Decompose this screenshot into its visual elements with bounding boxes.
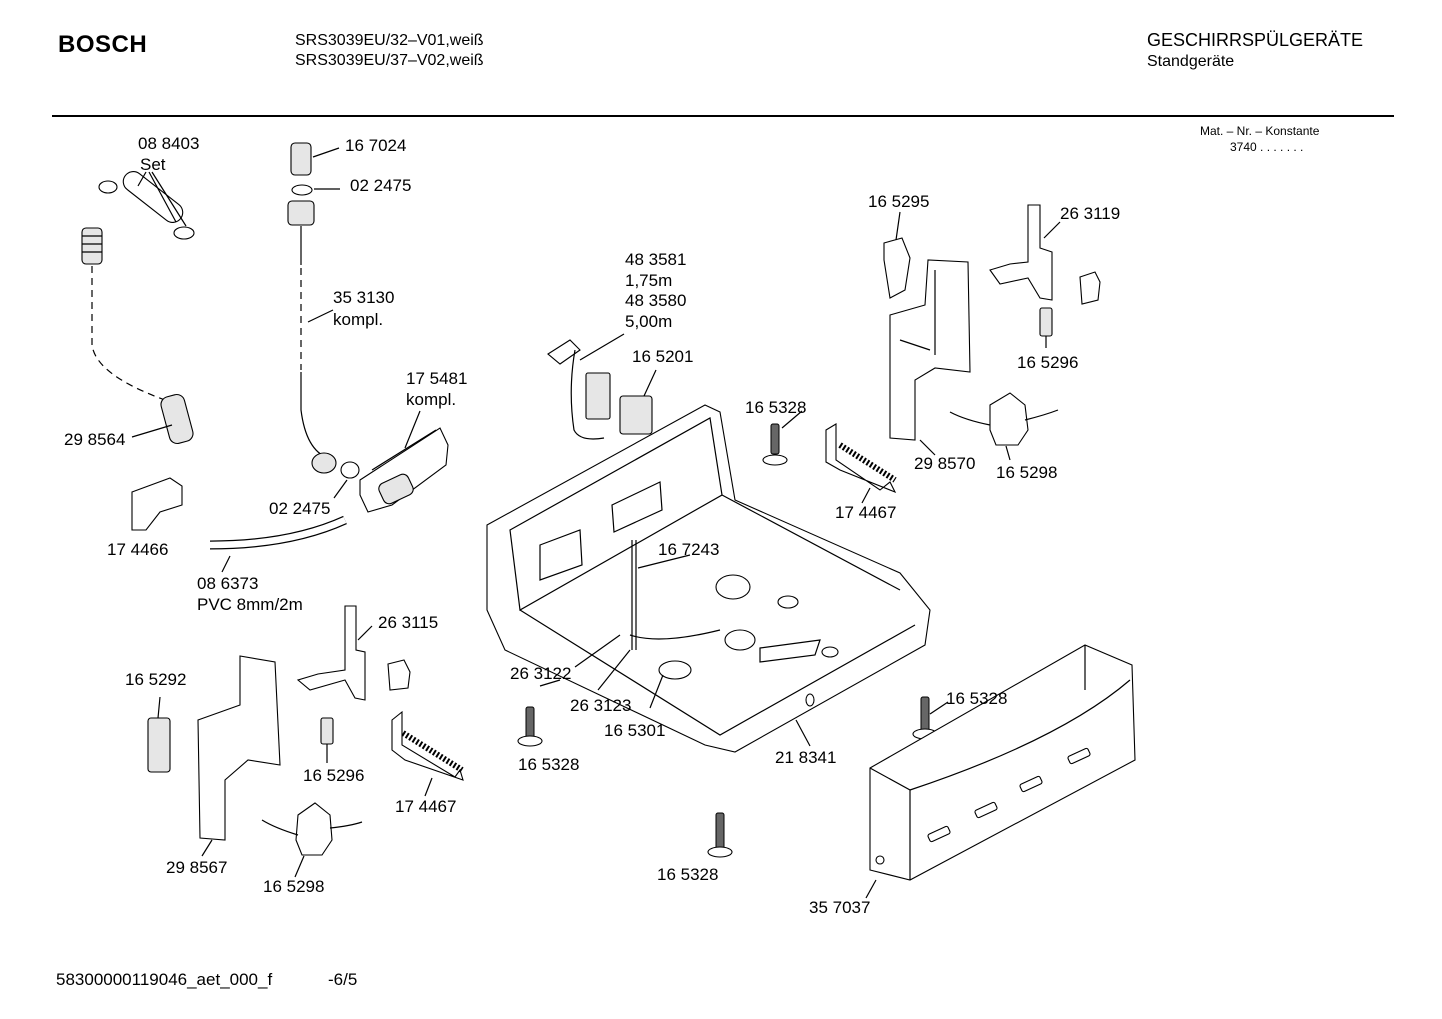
footer-doc-id: 58300000119046_aet_000_f: [56, 970, 273, 989]
label-483581: 48 3581: [625, 250, 687, 269]
sensor-165298-left-part: [262, 803, 362, 855]
clip-263119-part: [1080, 272, 1100, 304]
label-022475-bottom: 02 2475: [269, 499, 331, 518]
label-174467-left: 17 4467: [395, 797, 457, 816]
connector-165201-part: [620, 396, 652, 434]
bracket-298567-part: [198, 656, 280, 840]
mat-nr-value: 3740 . . . . . . .: [1230, 140, 1304, 154]
hose-nut-part: [288, 201, 314, 225]
label-022475-top: 02 2475: [350, 176, 412, 195]
fitting-cap-part: [291, 143, 311, 175]
label-165328-a: 16 5328: [745, 398, 807, 417]
seal-ring-top-part: [292, 185, 312, 195]
label-165328-d: 16 5328: [657, 865, 719, 884]
label-165328-b: 16 5328: [518, 755, 580, 774]
label-length-175: 1,75m: [625, 271, 673, 290]
kick-plate-part: [870, 645, 1135, 880]
label-263123: 26 3123: [570, 696, 632, 715]
label-088403: 08 8403: [138, 134, 200, 153]
label-165296-right: 16 5296: [1017, 353, 1079, 372]
base-tray-part: [487, 405, 930, 752]
latch-165296-left-part: [321, 718, 333, 744]
label-298567: 29 8567: [166, 858, 228, 877]
label-353130: 35 3130: [333, 288, 395, 307]
label-298564: 29 8564: [64, 430, 126, 449]
label-357037: 35 7037: [809, 898, 871, 917]
footer-page-number: -6/5: [328, 970, 358, 989]
label-298570: 29 8570: [914, 454, 976, 473]
latch-165296-right-part: [1040, 308, 1052, 336]
label-pvc: PVC 8mm/2m: [197, 595, 303, 614]
label-165295: 16 5295: [868, 192, 930, 211]
label-263119: 26 3119: [1060, 204, 1121, 223]
category-title: GESCHIRRSPÜLGERÄTE: [1147, 30, 1364, 50]
label-174466: 17 4466: [107, 540, 169, 559]
power-cable-part: [548, 340, 610, 439]
label-483580: 48 3580: [625, 291, 687, 310]
clip-263115-part: [388, 660, 410, 690]
sensor-165298-right-part: [950, 393, 1058, 445]
label-263122: 26 3122: [510, 664, 572, 683]
subcategory-title: Standgeräte: [1147, 53, 1235, 70]
label-167243: 16 7243: [658, 540, 720, 559]
label-086373: 08 6373: [197, 574, 259, 593]
hose-set-part: [99, 168, 194, 239]
spring-174467-left-part: [392, 712, 463, 780]
mat-nr-label: Mat. – Nr. – Konstante: [1200, 124, 1320, 138]
bracket-263119-part: [990, 205, 1052, 300]
label-175481: 17 5481: [406, 369, 468, 388]
clip-165295-part: [884, 238, 910, 298]
label-165298-left: 16 5298: [263, 877, 325, 896]
label-165328-c: 16 5328: [946, 689, 1008, 708]
corrugated-sleeve-part: [82, 228, 102, 264]
bracket-263115-part: [298, 606, 365, 700]
screw-165328-d-part: [708, 813, 732, 857]
model-line-2: SRS3039EU/37–V02,weiß: [295, 52, 484, 69]
bracket-174466-part: [132, 478, 182, 530]
label-165296-left: 16 5296: [303, 766, 365, 785]
label-165292: 16 5292: [125, 670, 187, 689]
water-valve-assembly-part: [312, 428, 448, 512]
label-kompl-1: kompl.: [333, 310, 384, 329]
clip-165292-part: [148, 718, 170, 772]
spring-174467-right-part: [826, 424, 895, 492]
label-kompl-2: kompl.: [406, 390, 457, 409]
screw-165328-b-part: [518, 707, 542, 746]
brand-logo: BOSCH: [58, 31, 148, 58]
label-167024: 16 7024: [345, 136, 407, 155]
header-divider: [52, 115, 1394, 117]
label-218341: 21 8341: [775, 748, 837, 767]
label-174467-right: 17 4467: [835, 503, 897, 522]
label-263115: 26 3115: [378, 613, 439, 632]
label-length-500: 5,00m: [625, 312, 673, 331]
model-line-1: SRS3039EU/32–V01,weiß: [295, 32, 484, 49]
drain-hose-part: [159, 393, 195, 446]
label-set: Set: [140, 155, 166, 174]
label-165301: 16 5301: [604, 721, 666, 740]
label-165201: 16 5201: [632, 347, 694, 366]
screw-165328-a-part: [763, 424, 787, 465]
screw-165328-c-part: [913, 697, 937, 739]
label-165298-right: 16 5298: [996, 463, 1058, 482]
